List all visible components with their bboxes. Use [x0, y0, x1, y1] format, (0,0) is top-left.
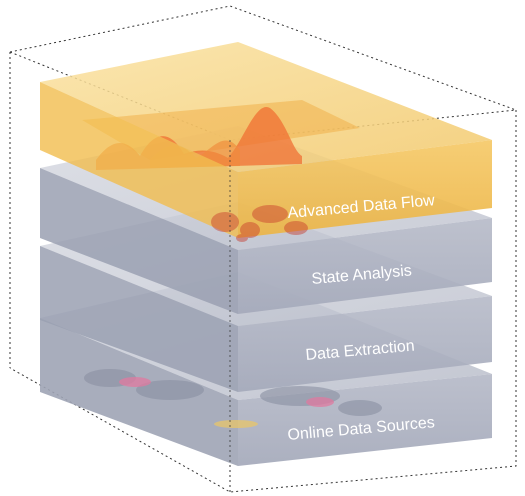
layer-left-face — [40, 168, 238, 314]
map-markers — [119, 377, 334, 428]
map-graphic — [211, 205, 308, 242]
layer-right-face — [238, 218, 492, 314]
layer-left-face — [40, 82, 238, 238]
layer-advanced-data-flow: Advanced Data Flow — [40, 42, 492, 242]
layer-left-face — [40, 246, 238, 392]
layer-right-face — [238, 140, 492, 238]
world-map-graphic — [84, 369, 382, 416]
layer-right-face — [238, 296, 492, 392]
